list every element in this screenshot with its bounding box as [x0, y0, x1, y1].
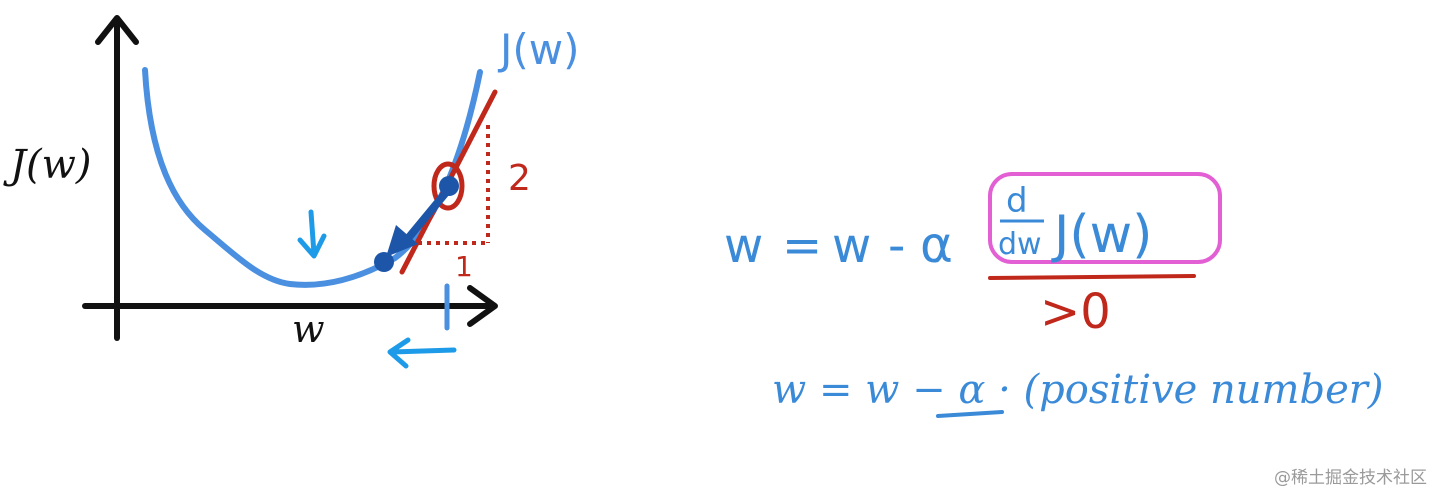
- update-lhs: w: [724, 218, 763, 274]
- current-point-highlight: [431, 161, 465, 211]
- derivative-sign-note: >0: [1040, 284, 1111, 340]
- y-axis-label: J(w): [3, 142, 91, 188]
- derivative-underline: [988, 274, 1196, 280]
- simplified-rule: w = w − α · (positive number): [772, 367, 1383, 418]
- derivative-function: J(w): [1051, 205, 1152, 265]
- current-point: [439, 176, 459, 196]
- simplified-start: w = w −: [772, 367, 958, 413]
- derivative-highlight-box: [988, 172, 1222, 264]
- rise-label: 2: [508, 158, 531, 199]
- next-point: [374, 252, 394, 272]
- update-alpha: α: [920, 216, 953, 274]
- x-axis-arrowhead: [467, 285, 498, 327]
- run-label: 1: [455, 250, 473, 283]
- update-minus: -: [888, 218, 905, 274]
- simplified-alpha: α: [958, 367, 985, 413]
- derivative-numerator: d: [1006, 181, 1028, 221]
- down-arrow-icon: [297, 209, 327, 259]
- step-arrow-shaft: [406, 186, 452, 240]
- update-rule: w = w - α d dw J(w) >0: [724, 172, 1222, 340]
- curve-label: J(w): [497, 25, 580, 74]
- x-axis-label: w: [292, 307, 325, 351]
- alpha-underline: [936, 410, 1004, 418]
- watermark: @稀土掘金技术社区: [1274, 468, 1427, 488]
- update-rhs-w: w: [832, 218, 871, 274]
- y-axis-arrowhead: [95, 15, 139, 45]
- left-arrow-icon: [387, 337, 457, 369]
- axes: [82, 15, 498, 341]
- step-arrow-head: [386, 225, 418, 257]
- simplified-end: (positive number): [1024, 367, 1384, 413]
- simplified-dot: ·: [985, 367, 1023, 413]
- update-equals: =: [782, 218, 822, 274]
- simplified-rule-text: w = w − α · (positive number): [772, 367, 1383, 413]
- derivative-denominator: dw: [998, 227, 1042, 262]
